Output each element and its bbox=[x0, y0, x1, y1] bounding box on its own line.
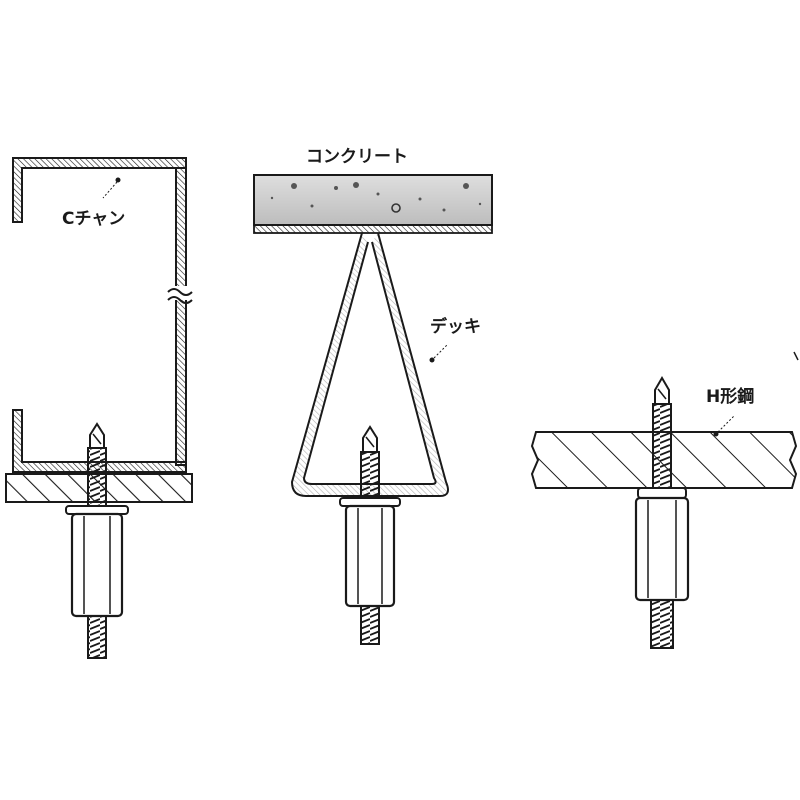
c-threaded-rod bbox=[87, 615, 107, 659]
edge-mark bbox=[793, 351, 799, 361]
concrete-slab bbox=[253, 174, 493, 226]
h-hex-coupling bbox=[634, 496, 690, 602]
c-channel-assembly: Cチャン bbox=[5, 157, 193, 659]
c-channel-label: Cチャン bbox=[62, 209, 125, 229]
h-screw-shank bbox=[652, 403, 672, 491]
deck-hex-coupling bbox=[344, 504, 396, 608]
c-hex-coupling bbox=[70, 512, 124, 618]
c-screw-drill-tip bbox=[89, 422, 105, 449]
deck-washer bbox=[339, 497, 401, 507]
h-washer bbox=[637, 487, 687, 499]
deck-screw-shank bbox=[360, 451, 380, 499]
c-channel-bottom-flange bbox=[12, 409, 187, 473]
deck-threaded-rod bbox=[360, 605, 380, 645]
deck-assembly: コンクリート デッキ bbox=[253, 147, 493, 645]
h-steel-label: H形鋼 bbox=[706, 386, 754, 407]
h-threaded-rod bbox=[650, 599, 674, 649]
h-screw-drill-tip bbox=[654, 376, 670, 405]
c-washer bbox=[65, 505, 129, 515]
c-channel-web bbox=[175, 167, 187, 466]
break-symbol bbox=[167, 288, 193, 304]
concrete-label: コンクリート bbox=[306, 147, 408, 167]
deck-label: デッキ bbox=[430, 316, 481, 337]
h-steel-assembly: H形鋼 bbox=[530, 376, 798, 649]
deck-leader-dot bbox=[429, 357, 435, 363]
concrete-aggregate bbox=[270, 182, 482, 213]
deck-screw-drill-tip bbox=[362, 425, 378, 453]
c-channel-leader-dot bbox=[115, 177, 121, 183]
deck-top-sheet bbox=[253, 224, 493, 234]
c-screw-shank bbox=[87, 447, 107, 507]
